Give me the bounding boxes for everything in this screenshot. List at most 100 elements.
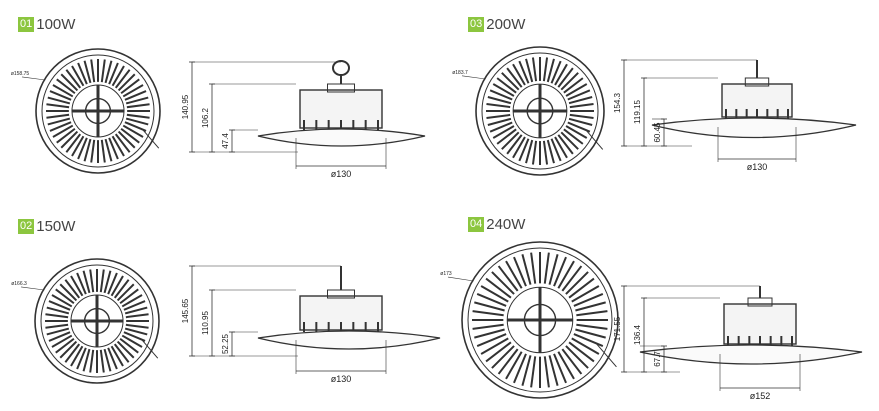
- heatsink-fin: [46, 327, 70, 336]
- heatsink-fin: [561, 265, 583, 292]
- cable-line: [595, 343, 617, 368]
- heatsink-fin: [90, 139, 96, 163]
- panel-01-header: 01 100W: [18, 16, 75, 33]
- outer-ring: [34, 258, 160, 384]
- diameter-label: ø158.75: [11, 71, 30, 77]
- heatsink-fin: [501, 131, 520, 150]
- inner-ring: [40, 264, 154, 378]
- heatsink-fin: [121, 294, 143, 308]
- heatsink-fin: [554, 136, 568, 159]
- heatsink-fin: [474, 301, 505, 312]
- heatsink-fin: [121, 334, 143, 348]
- heatsink-fin: [47, 117, 71, 126]
- body-height-dimension-label: 119.15: [633, 100, 642, 124]
- heatsink-fin: [512, 136, 526, 159]
- panel-number-badge: 03: [468, 17, 485, 32]
- heatsink-fin: [531, 140, 538, 165]
- heatsink-fin: [542, 57, 549, 82]
- cable-line: [141, 339, 159, 359]
- wattage-label: 240W: [486, 216, 526, 233]
- total-height-dimension-label: 145.65: [181, 298, 190, 323]
- shade-height-dimension-label: 52.25: [221, 333, 230, 354]
- heatsink-fin: [83, 60, 92, 84]
- heatsink-fin: [518, 138, 530, 162]
- outer-ring: [35, 48, 161, 174]
- heatsink-fin: [60, 130, 79, 149]
- heatsink-fin: [550, 60, 562, 84]
- heatsink-fin: [125, 313, 149, 319]
- heatsink-fin: [46, 103, 70, 109]
- heatsink-fin: [543, 356, 550, 388]
- heatsink-fin: [525, 58, 534, 83]
- heatsink-fin: [521, 355, 532, 386]
- heatsink-fin: [485, 341, 512, 363]
- heatsink-fin: [119, 337, 139, 354]
- heatsink-fin: [548, 254, 559, 285]
- heatsink-fin: [119, 288, 139, 305]
- heatsink-fin: [77, 62, 88, 85]
- heatsink-fin: [46, 306, 70, 315]
- heatsink-fin: [48, 300, 71, 311]
- body-height-dimension-label: 110.95: [201, 311, 210, 335]
- wattage-label: 200W: [486, 16, 526, 33]
- heatsink-fin: [52, 84, 74, 98]
- lamp-shade: [639, 344, 863, 365]
- heatsink-fin: [49, 121, 72, 132]
- heatsink-fin: [496, 77, 517, 94]
- heatsink-fin: [506, 67, 523, 88]
- heatsink-fin: [513, 256, 527, 287]
- heatsink-fin: [107, 347, 118, 370]
- diameter-leader: [20, 286, 45, 291]
- heatsink-fin: [47, 96, 71, 105]
- heatsink-fin: [122, 124, 144, 138]
- diameter-label: ø166.3: [11, 281, 27, 287]
- heatsink-fin: [489, 121, 513, 133]
- panel-number-badge: 04: [468, 217, 485, 232]
- heatsink-fin: [114, 133, 131, 153]
- heatsink-fin: [55, 337, 75, 354]
- heatsink-fin: [71, 135, 85, 157]
- heatsink-fin: [497, 265, 519, 292]
- heatsink-fin: [113, 279, 130, 299]
- body-height-dimension-label: 106.2: [201, 107, 210, 128]
- heatsink-fin: [505, 260, 523, 289]
- heatsink-fin: [575, 301, 606, 312]
- heatsink-fin: [487, 117, 512, 126]
- heatsink-fin: [104, 60, 113, 84]
- panel-03-header: 03 200W: [468, 16, 525, 33]
- heatsink-fin: [104, 138, 113, 162]
- lamp-shade: [257, 330, 441, 350]
- heatsink-fin: [546, 139, 555, 164]
- width-dimension-label: ø152: [750, 391, 771, 401]
- heatsink-fin: [117, 73, 136, 92]
- diameter-label: ø173: [440, 271, 452, 277]
- heatsink-fin: [90, 59, 96, 83]
- heatsink-fin: [116, 340, 135, 359]
- heatsink-fin: [110, 345, 124, 367]
- heatsink-fin: [550, 138, 562, 162]
- heatsink-fin: [548, 355, 559, 386]
- heatsink-fin: [116, 283, 135, 302]
- heatsink-fin: [114, 69, 131, 89]
- heatsink-fin: [561, 348, 583, 375]
- width-dimension-label: ø130: [747, 162, 768, 172]
- heatsink-fin: [521, 254, 532, 285]
- heatsink-fin: [506, 134, 523, 155]
- panel-number-badge: 02: [18, 219, 35, 234]
- total-height-dimension-label: 171.55: [613, 316, 622, 341]
- panel-number-badge: 01: [18, 17, 35, 32]
- heatsink-fin: [51, 334, 73, 348]
- heatsink-fin: [567, 89, 591, 101]
- diameter-leader: [461, 75, 486, 80]
- lamp-shade: [257, 128, 426, 147]
- lamp-shade: [651, 117, 857, 139]
- heatsink-fin: [472, 323, 504, 330]
- heatsink-fin: [486, 113, 511, 120]
- heatsink-fin: [120, 78, 140, 95]
- cable-line: [142, 129, 160, 149]
- total-height-dimension-label: 154.3: [613, 92, 622, 113]
- heatsink-fin: [89, 349, 95, 373]
- heatsink-fin: [120, 127, 140, 144]
- heatsink-fin: [113, 343, 130, 363]
